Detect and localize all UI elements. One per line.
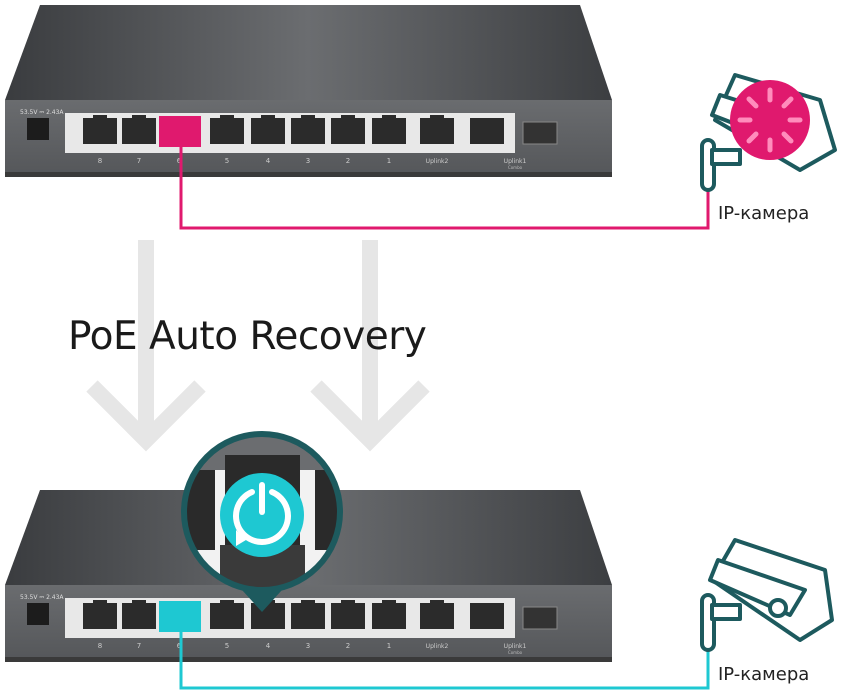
port-label: 4	[266, 157, 271, 165]
port-tab	[301, 600, 315, 605]
ethernet-port	[372, 118, 406, 144]
page-title: PoE Auto Recovery	[68, 314, 427, 359]
ethernet-port	[83, 603, 117, 629]
power-label: 53.5V ⎓ 2.43A	[20, 594, 64, 601]
port-tab	[382, 115, 396, 120]
port-tab	[93, 115, 107, 120]
uplink1-label: Uplink1	[504, 643, 527, 650]
port-tab	[132, 600, 146, 605]
ethernet-port	[420, 603, 454, 629]
power-jack	[27, 603, 49, 625]
port-label: 3	[306, 642, 310, 650]
active-port	[159, 116, 201, 147]
sfp-port	[522, 121, 558, 145]
ethernet-port	[83, 118, 117, 144]
power-jack	[27, 118, 49, 140]
uplink1-label: Uplink1	[504, 158, 527, 165]
switch-top-surface	[5, 5, 612, 100]
magnifier	[181, 431, 343, 612]
switch-base	[5, 657, 612, 662]
port-label: 5	[225, 157, 229, 165]
port-label: Uplink2	[426, 158, 449, 165]
ethernet-port	[331, 603, 365, 629]
ethernet-port	[251, 118, 285, 144]
port-label: 3	[306, 157, 310, 165]
combo-label: Combo	[508, 165, 523, 170]
ethernet-port	[210, 603, 244, 629]
port-label: 1	[387, 157, 391, 165]
port-label: 2	[346, 642, 350, 650]
camera-label-bottom: IP-камера	[718, 664, 810, 685]
ethernet-port	[372, 603, 406, 629]
ethernet-port	[331, 118, 365, 144]
port-label: 7	[137, 157, 141, 165]
port-label: 8	[98, 157, 102, 165]
ip-camera-top-icon	[700, 73, 837, 192]
ethernet-port	[122, 118, 156, 144]
switch-base	[5, 172, 612, 177]
ethernet-port	[291, 603, 325, 629]
ethernet-port	[420, 118, 454, 144]
cable-bottom	[179, 620, 710, 690]
ethernet-port-uplink1	[470, 118, 504, 144]
port-tab	[220, 600, 234, 605]
power-label: 53.5V ⎓ 2.43A	[20, 109, 64, 116]
cable-top	[179, 145, 710, 230]
camera-label-top: IP-камера	[718, 203, 810, 224]
port-tab	[430, 115, 444, 120]
port-label: 4	[266, 642, 271, 650]
port-tab	[341, 115, 355, 120]
port-tab	[341, 600, 355, 605]
port-tab	[382, 600, 396, 605]
port-tab	[301, 115, 315, 120]
port-tab	[93, 600, 107, 605]
down-arrow-left-icon	[86, 240, 206, 452]
ethernet-port	[251, 603, 285, 629]
port-label: 5	[225, 642, 229, 650]
power-recovery-icon	[220, 473, 304, 557]
port-label: 6	[177, 157, 182, 165]
port-label: Uplink2	[426, 643, 449, 650]
port-tab	[220, 115, 234, 120]
sfp-port	[522, 606, 558, 630]
ethernet-port	[291, 118, 325, 144]
port-tab	[261, 115, 275, 120]
port-label: 8	[98, 642, 102, 650]
ethernet-port-uplink1	[470, 603, 504, 629]
ethernet-port	[210, 118, 244, 144]
port-tab	[430, 600, 444, 605]
port-label: 1	[387, 642, 391, 650]
ethernet-port	[122, 603, 156, 629]
port-tab	[132, 115, 146, 120]
port-label: 7	[137, 642, 141, 650]
ip-camera-bottom-icon	[700, 538, 834, 652]
combo-label: Combo	[508, 650, 523, 655]
port-label: 6	[177, 642, 182, 650]
port-label: 2	[346, 157, 350, 165]
down-arrow-right-icon	[310, 240, 430, 452]
